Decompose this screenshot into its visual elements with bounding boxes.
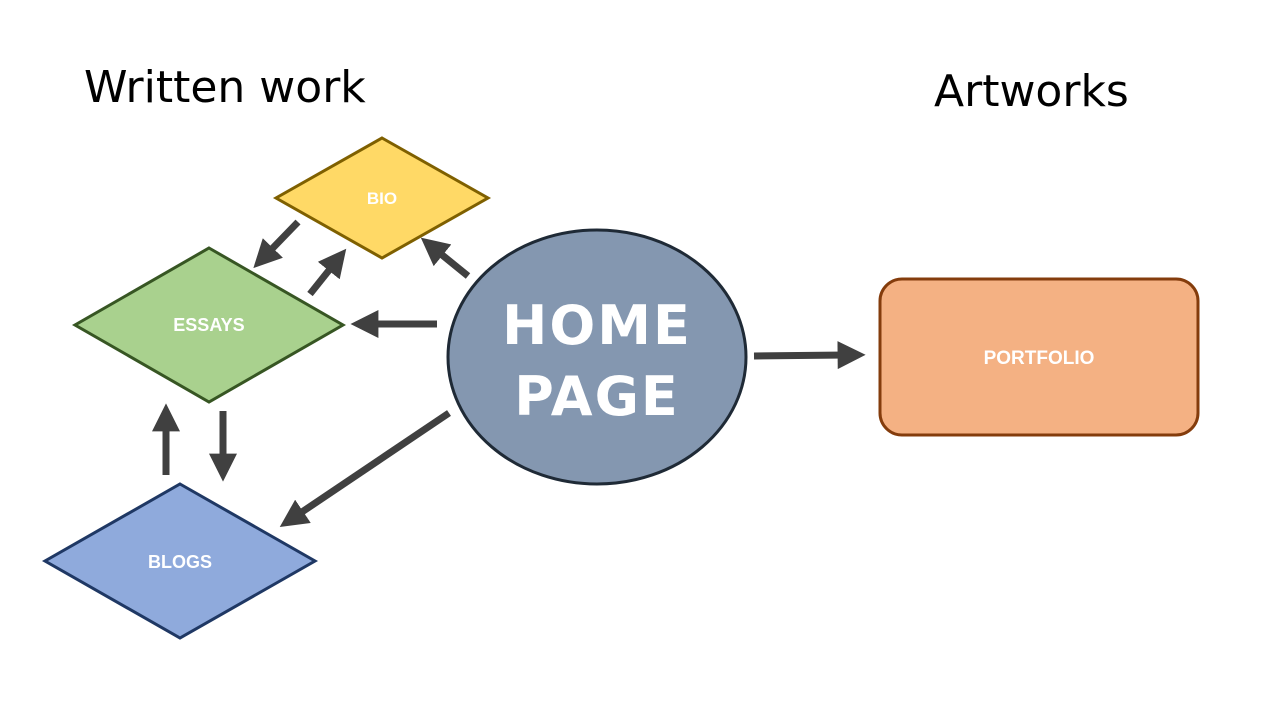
arrow-bio-to-essays bbox=[253, 219, 301, 269]
written-work-heading: Written work bbox=[84, 62, 366, 113]
home-page-label-line2: PAGE bbox=[514, 365, 680, 428]
connector-group bbox=[152, 219, 866, 527]
arrow-home-to-bio bbox=[420, 237, 471, 279]
arrow-home-to-portfolio bbox=[753, 341, 866, 370]
blogs-label: BLOGS bbox=[148, 552, 212, 572]
bio-node: BIO bbox=[272, 136, 492, 260]
blogs-node: BLOGS bbox=[41, 482, 319, 640]
essays-label: ESSAYS bbox=[173, 315, 244, 335]
artworks-heading: Artworks bbox=[934, 66, 1129, 117]
essays-diamond-shape bbox=[71, 246, 347, 404]
essays-node: ESSAYS bbox=[71, 246, 347, 404]
home-page-label-line1: HOME bbox=[502, 294, 692, 357]
portfolio-box-shape bbox=[878, 277, 1200, 437]
arrow-essays-to-bio bbox=[307, 248, 347, 297]
blogs-diamond-shape bbox=[41, 482, 319, 640]
arrow-home-to-blogs bbox=[279, 410, 451, 527]
bio-label: BIO bbox=[367, 189, 397, 208]
home-page-ellipse-shape bbox=[446, 228, 748, 486]
portfolio-label: PORTFOLIO bbox=[984, 348, 1095, 369]
home-page-node: HOME PAGE bbox=[446, 228, 748, 486]
portfolio-node: PORTFOLIO bbox=[878, 277, 1200, 437]
bio-diamond-shape bbox=[272, 136, 492, 260]
